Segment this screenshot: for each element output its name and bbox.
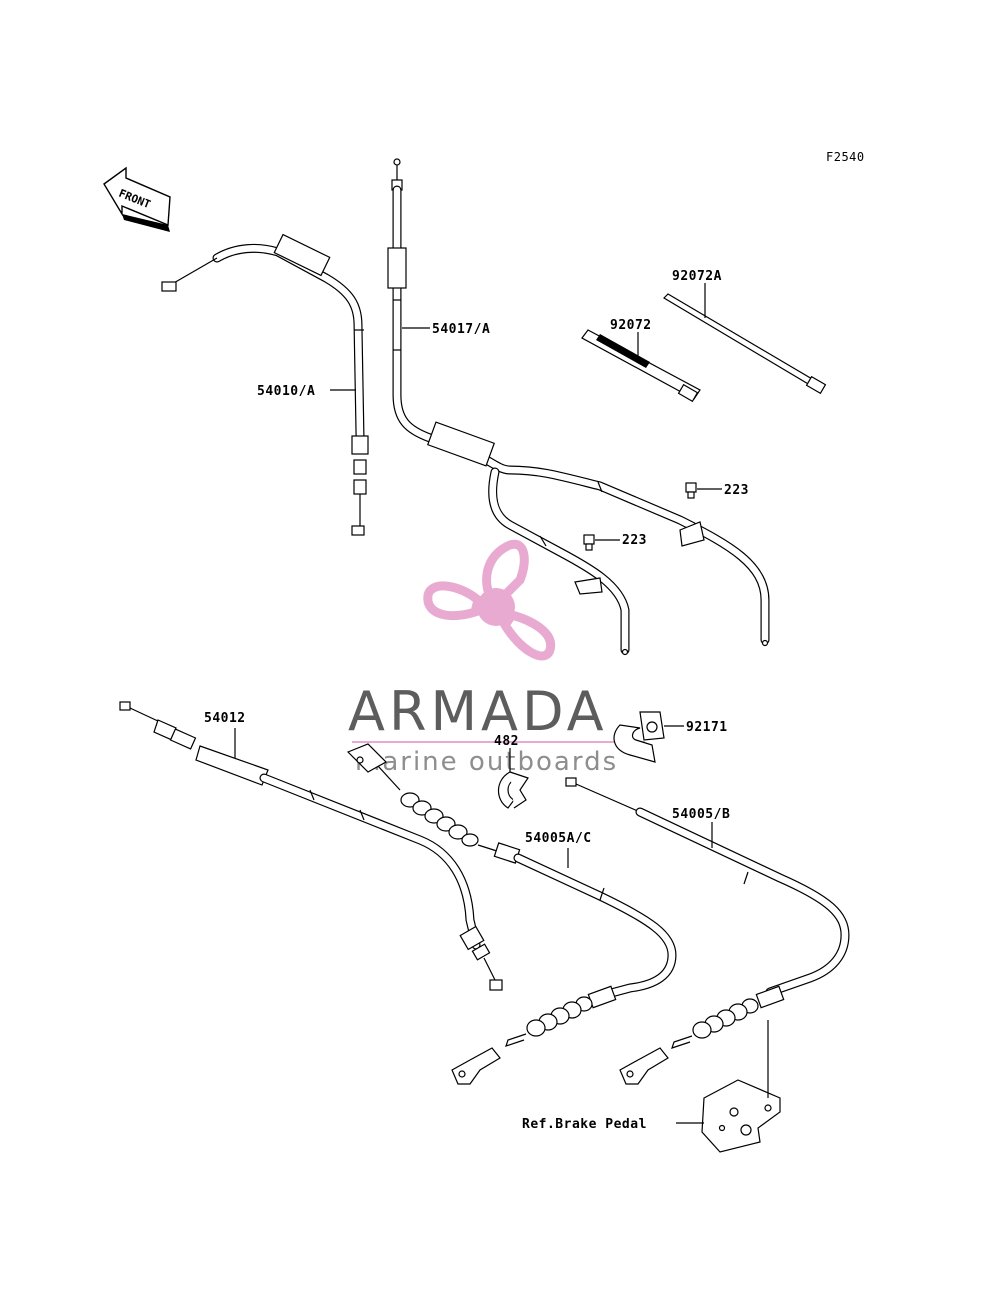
clamp-92171 bbox=[613, 711, 665, 763]
bolt-223-right bbox=[685, 482, 697, 499]
label-92171: 92171 bbox=[686, 720, 728, 735]
label-223-left: 223 bbox=[622, 533, 647, 548]
cable-54012 bbox=[119, 701, 503, 991]
label-92072: 92072 bbox=[610, 318, 652, 333]
cable-54017A bbox=[387, 158, 770, 656]
label-ref-brake-pedal: Ref.Brake Pedal bbox=[522, 1117, 647, 1132]
brake-cable-54005AC bbox=[346, 743, 677, 1085]
cable-tie-92072 bbox=[581, 329, 701, 403]
cable-tie-92072A bbox=[663, 293, 827, 395]
e-ring-482 bbox=[497, 771, 529, 809]
throttle-cable-54010A bbox=[161, 233, 369, 536]
label-223-right: 223 bbox=[724, 483, 749, 498]
label-482: 482 bbox=[494, 734, 519, 749]
label-54012: 54012 bbox=[204, 711, 246, 726]
propeller-logo-icon bbox=[423, 539, 556, 661]
label-54005AC: 54005A/C bbox=[525, 831, 592, 846]
brake-cable-54005B bbox=[565, 777, 850, 1085]
label-54005B: 54005/B bbox=[672, 807, 730, 822]
label-54017A: 54017/A bbox=[432, 322, 490, 337]
figure-code: F2540 bbox=[826, 150, 865, 164]
label-92072A: 92072A bbox=[672, 269, 722, 284]
watermark-tagline: marine outboards bbox=[355, 747, 618, 777]
bolt-223-left bbox=[583, 534, 595, 551]
brake-pedal-bracket bbox=[701, 1079, 781, 1153]
watermark-brand: ARMADA bbox=[348, 680, 608, 743]
armada-watermark: ARMADA marine outboards bbox=[348, 539, 645, 777]
label-54010A: 54010/A bbox=[257, 384, 315, 399]
front-arrow-icon: FRONT bbox=[103, 166, 171, 232]
